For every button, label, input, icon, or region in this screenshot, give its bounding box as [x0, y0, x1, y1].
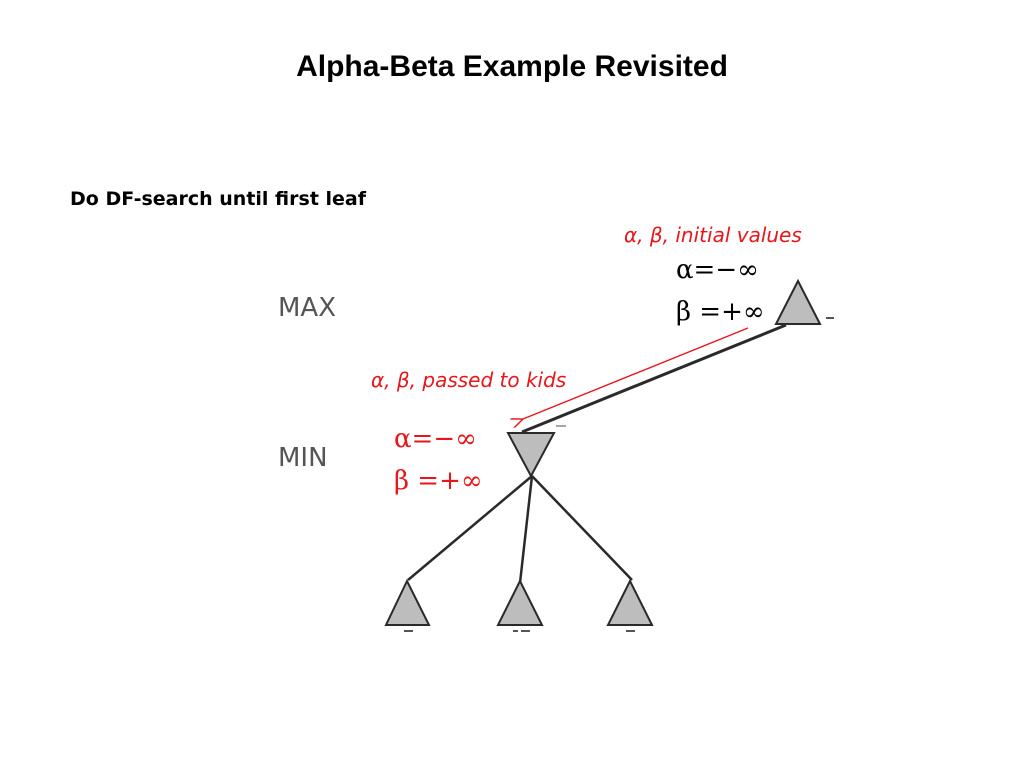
min-beta-value: β =+∞: [394, 466, 483, 496]
root-beta-value: β =+∞: [676, 297, 765, 327]
leaf-nodes: [384, 578, 654, 626]
leaf-value-fragments: [404, 630, 635, 632]
edge-min-to-leaf-1: [407, 475, 533, 581]
root-alpha-value: α=−∞: [676, 255, 759, 285]
edge-min-to-leaf-2: [518, 475, 534, 584]
leaf-node-3: [606, 578, 654, 626]
leaf-node-1: [384, 578, 431, 626]
min-level-label: MIN: [278, 443, 328, 473]
edge-min-to-leaf-3: [531, 475, 633, 581]
tree-edges: [407, 323, 787, 584]
initial-values-note: α, β, initial values: [624, 223, 802, 247]
edge-root-to-min: [521, 323, 787, 434]
max-level-label: MAX: [278, 293, 336, 323]
min-node: [506, 432, 556, 479]
max-root-node: [774, 278, 822, 325]
slide-subtitle: Do DF-search until first leaf: [70, 188, 367, 210]
leaf-node-2: [496, 578, 544, 626]
passed-to-kids-note: α, β, passed to kids: [371, 368, 566, 392]
min-alpha-value: α=−∞: [394, 424, 477, 454]
pass-to-kids-arrow: [523, 327, 749, 419]
slide-title: Alpha-Beta Example Revisited: [296, 50, 728, 83]
